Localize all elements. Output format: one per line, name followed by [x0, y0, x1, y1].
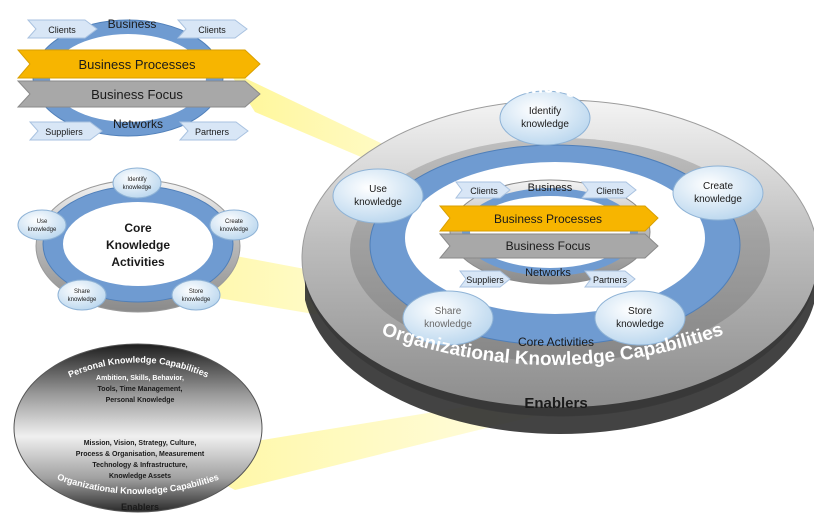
core-create-bubble: Create knowledge	[209, 209, 259, 241]
main-use-bubble: Use knowledge	[332, 168, 424, 224]
main-partners: Partners	[593, 275, 628, 285]
main-share-line1: Share	[435, 306, 462, 317]
core-store-line1: Store	[189, 289, 204, 295]
main-clients-right-arrow	[581, 181, 637, 199]
core-title-line1: Core	[124, 221, 152, 235]
core-create-line2: knowledge	[220, 227, 249, 233]
top-left-business-model: Clients Clients Business Business Proces…	[16, 17, 261, 141]
main-identify-bubble: Identify knowledge	[499, 90, 591, 146]
core-knowledge-ring: Core Knowledge Activities Identify knowl…	[17, 167, 259, 313]
main-core-activities-label: Core Activities	[518, 335, 594, 349]
core-share-bubble: Share knowledge	[57, 279, 107, 311]
core-identify-line2: knowledge	[123, 185, 152, 191]
oval-org-item-4: Knowledge Assets	[109, 473, 171, 480]
main-clients-right: Clients	[596, 186, 624, 196]
main-share-line2: knowledge	[424, 319, 472, 330]
main-use-line1: Use	[369, 184, 387, 195]
main-suppliers: Suppliers	[466, 275, 504, 285]
main-use-line2: knowledge	[354, 197, 402, 208]
main-partners-arrow	[584, 270, 636, 288]
core-share-line2: knowledge	[68, 297, 97, 303]
tl-clients-left-arrow	[26, 19, 98, 39]
tl-suppliers: Suppliers	[45, 127, 83, 137]
oval-enablers-label: Enablers	[121, 502, 159, 512]
oval-personal-item-1: Ambition, Skills, Behavior,	[96, 375, 184, 382]
oval-personal-item-3: Personal Knowledge	[106, 397, 175, 404]
tl-clients-right: Clients	[198, 25, 226, 35]
main-suppliers-arrow	[459, 270, 511, 288]
main-business-focus-arrow	[438, 233, 659, 259]
main-model: Clients Clients Business Business Proces…	[301, 76, 814, 434]
tl-partners: Partners	[195, 127, 230, 137]
main-enablers-label: Enablers	[524, 395, 587, 412]
main-store-line2: knowledge	[616, 319, 664, 330]
core-identify-line1: Identify	[127, 177, 146, 183]
main-identify-line2: knowledge	[521, 119, 569, 130]
main-business-processes-arrow	[438, 205, 659, 232]
enablers-oval: Personal Knowledge Capabilities Ambition…	[13, 343, 263, 513]
core-share-line1: Share	[74, 289, 91, 295]
core-title-line2: Knowledge	[106, 238, 170, 252]
tl-networks-label: Networks	[113, 117, 163, 131]
main-business-label: Business	[528, 182, 573, 194]
main-store-line1: Store	[628, 306, 652, 317]
main-clients-left-arrow	[455, 181, 511, 199]
main-share-bubble: Share knowledge	[402, 290, 494, 346]
core-create-line1: Create	[225, 219, 244, 225]
organizational-band	[305, 280, 814, 434]
core-use-line1: Use	[37, 219, 48, 225]
core-store-line2: knowledge	[182, 297, 211, 303]
core-identify-bubble: Identify knowledge	[112, 167, 162, 199]
tl-business-focus: Business Focus	[91, 87, 183, 102]
tl-clients-right-arrow	[176, 19, 248, 39]
main-networks-label: Networks	[525, 267, 571, 279]
tl-business-focus-arrow	[16, 80, 261, 108]
main-create-line1: Create	[703, 181, 733, 192]
main-business-focus: Business Focus	[506, 239, 591, 253]
core-use-line2: knowledge	[28, 227, 57, 233]
oval-org-item-1: Mission, Vision, Strategy, Culture,	[84, 440, 197, 447]
core-use-bubble: Use knowledge	[17, 209, 67, 241]
tl-suppliers-arrow	[28, 121, 103, 141]
core-store-bubble: Store knowledge	[171, 279, 221, 311]
oval-org-item-2: Process & Organisation, Measurement	[76, 451, 205, 458]
core-title-line3: Activities	[111, 255, 165, 269]
tl-business-label: Business	[108, 17, 157, 31]
tl-business-processes-arrow	[16, 49, 261, 79]
main-create-bubble: Create knowledge	[672, 165, 764, 221]
tl-partners-arrow	[178, 121, 249, 141]
main-identify-line1: Identify	[529, 106, 561, 117]
tl-business-processes: Business Processes	[78, 57, 196, 72]
main-business-processes: Business Processes	[494, 212, 602, 226]
oval-org-item-3: Technology & Infrastructure,	[92, 462, 187, 469]
main-clients-left: Clients	[470, 186, 498, 196]
oval-personal-item-2: Tools, Time Management,	[98, 386, 183, 393]
tl-clients-left: Clients	[48, 25, 76, 35]
main-create-line2: knowledge	[694, 194, 742, 205]
main-store-bubble: Store knowledge	[594, 290, 686, 346]
